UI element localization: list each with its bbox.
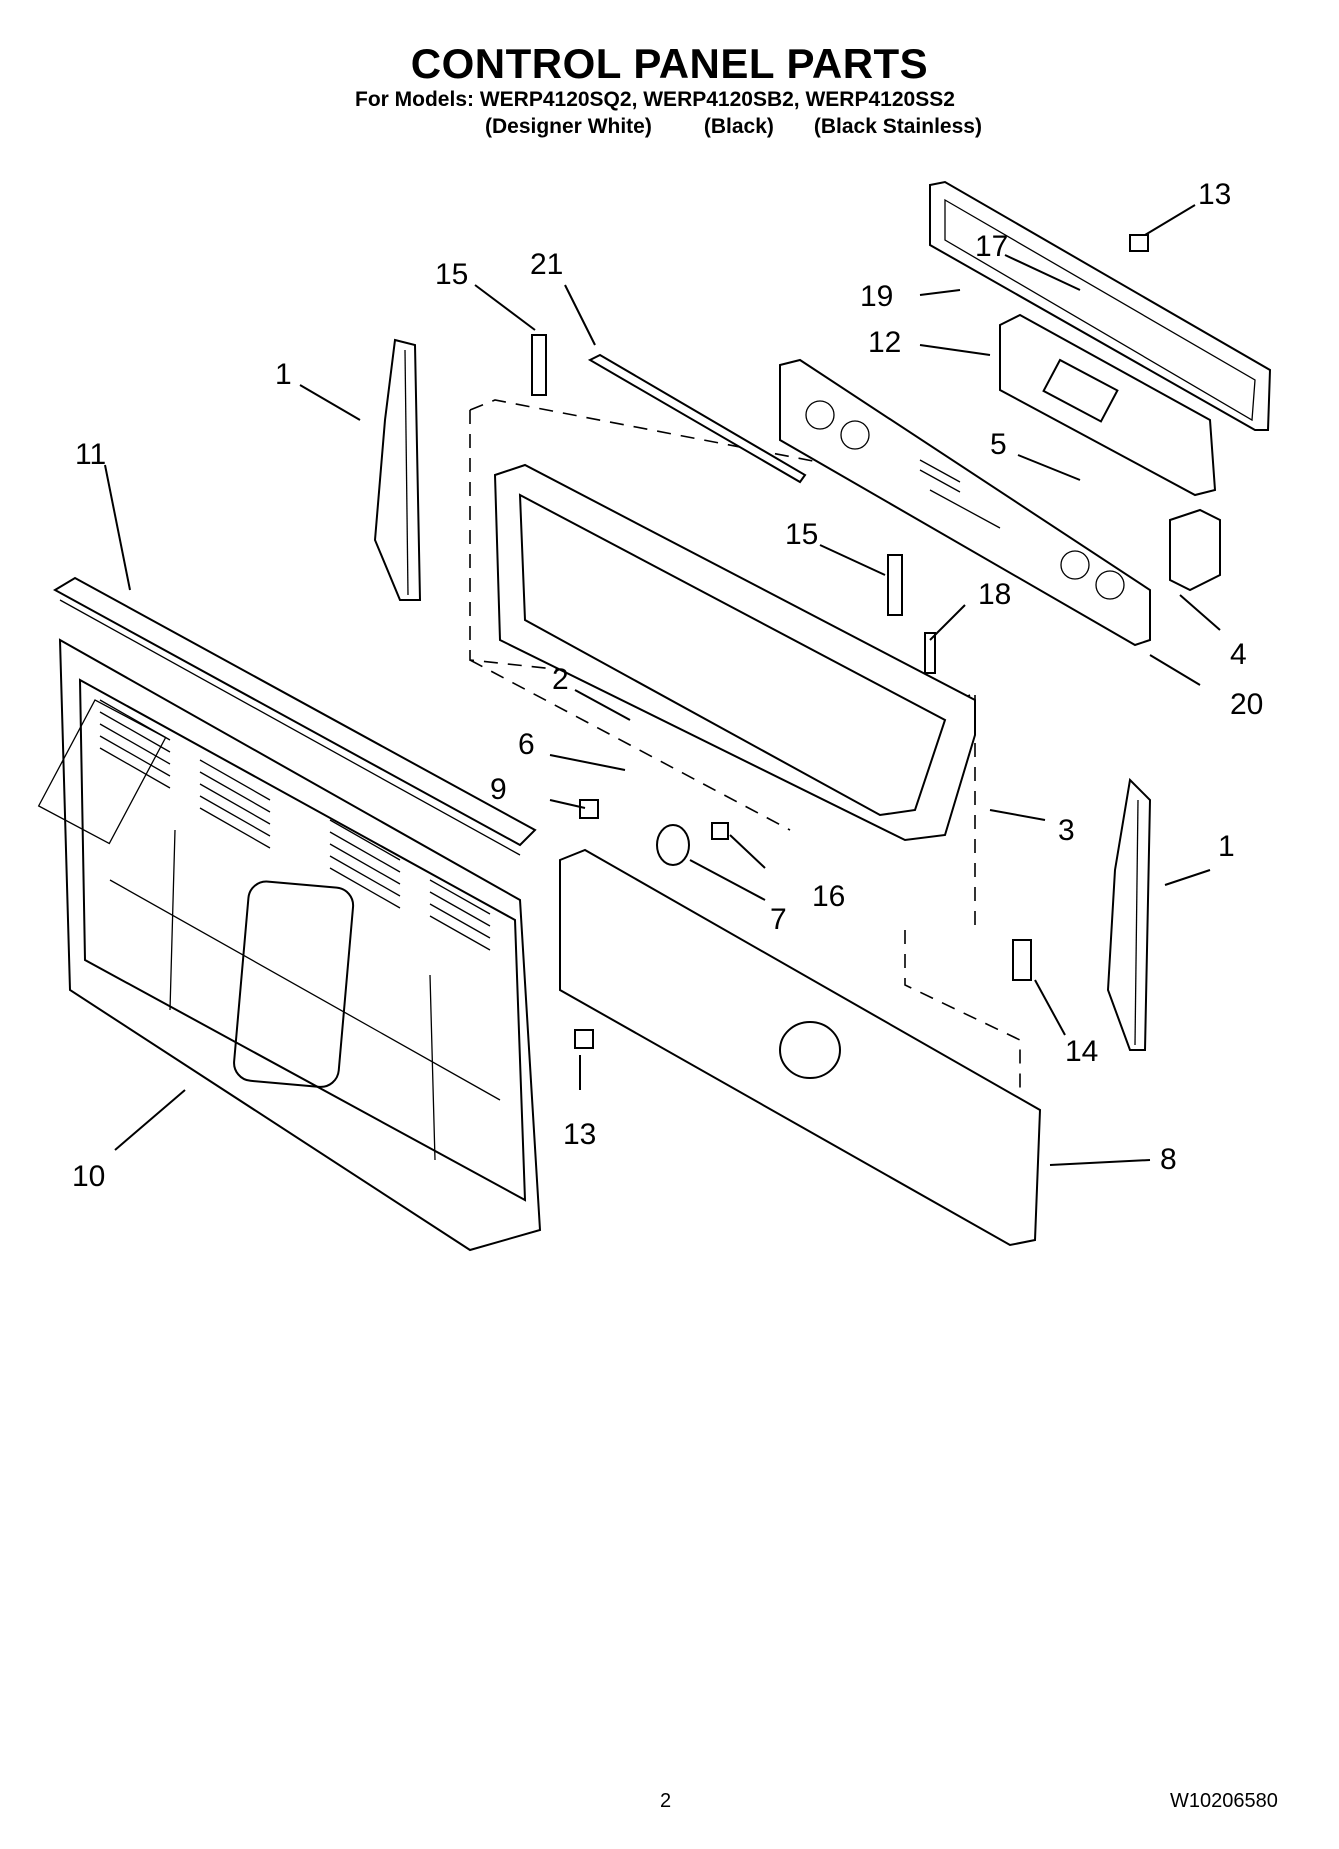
callout-21: 21 — [530, 248, 564, 281]
callout-10: 10 — [72, 1160, 106, 1193]
callout-17: 17 — [975, 230, 1009, 263]
callout-7: 7 — [770, 903, 787, 936]
endcap-part — [1169, 508, 1221, 592]
callout-11: 11 — [75, 438, 107, 471]
callout-leaders — [104, 204, 1221, 1166]
switch-part — [531, 334, 903, 616]
color-black: (Black) — [703, 115, 774, 138]
page-number: 2 — [660, 1790, 672, 1812]
model-colors: (Designer White) (Black) (Black Stainless) — [485, 115, 982, 139]
callout-14: 14 — [1065, 1035, 1099, 1068]
callout-13-top: 13 — [1198, 178, 1232, 211]
trim-strip-part — [587, 353, 807, 484]
control-overlay-part — [493, 463, 976, 842]
models-line: For Models: WERP4120SQ2, WERP4120SB2, WE… — [355, 88, 955, 111]
side-bracket-right — [1106, 777, 1152, 1051]
color-designer-white: (Designer White) — [485, 115, 652, 138]
knob-part — [656, 824, 690, 866]
back-cover-part — [929, 180, 1272, 431]
callout-5: 5 — [990, 428, 1007, 461]
screw-part — [574, 234, 1149, 1049]
callout-2: 2 — [552, 663, 569, 696]
callout-9: 9 — [490, 773, 507, 806]
callout-3: 3 — [1058, 814, 1075, 847]
page-title: CONTROL PANEL PARTS — [410, 40, 929, 87]
lower-panel-part — [559, 848, 1042, 1247]
top-rail-part — [52, 576, 537, 856]
console-panel-part — [779, 358, 1151, 647]
callout-20: 20 — [1230, 688, 1264, 721]
callout-1-left: 1 — [275, 358, 292, 391]
callout-12: 12 — [868, 326, 902, 359]
callout-1-right: 1 — [1218, 830, 1235, 863]
hinge-part — [1012, 939, 1032, 981]
color-black-stainless: (Black Stainless) — [813, 115, 982, 138]
callout-18: 18 — [978, 578, 1012, 611]
callout-16: 16 — [812, 880, 846, 913]
rear-panel-part — [37, 638, 542, 1252]
callout-4: 4 — [1230, 638, 1247, 671]
callout-15-center: 15 — [785, 518, 819, 551]
callout-8: 8 — [1160, 1143, 1177, 1176]
control-board-part — [999, 313, 1217, 497]
callout-19: 19 — [860, 280, 894, 313]
callout-15-left: 15 — [435, 258, 469, 291]
side-bracket-left — [373, 338, 422, 601]
callout-6: 6 — [518, 728, 535, 761]
document-number: W10206580 — [1170, 1790, 1278, 1812]
callout-13-bottom: 13 — [563, 1118, 597, 1151]
